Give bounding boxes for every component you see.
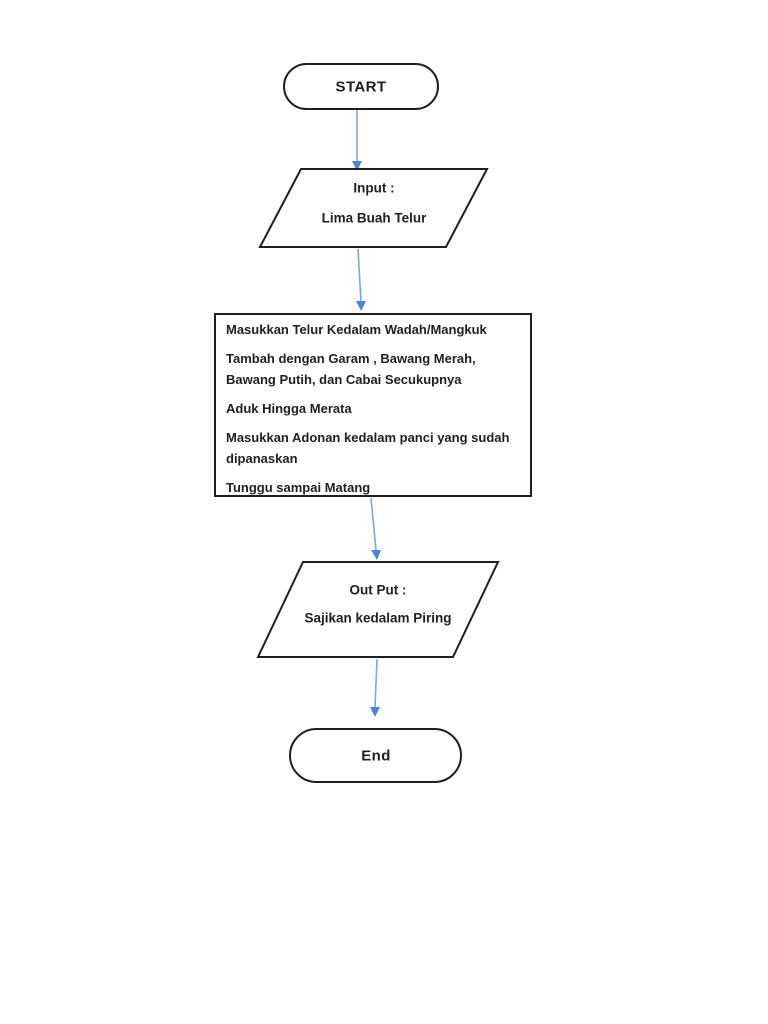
arrow-down-icon: [371, 550, 381, 560]
output-value: Sajikan kedalam Piring: [304, 610, 452, 626]
input-parallelogram-shape: [258, 168, 489, 248]
process-step: Aduk Hingga Merata: [226, 401, 352, 416]
process-step: Masukkan Telur Kedalam Wadah/Mangkuk: [226, 322, 487, 337]
process-steps: Masukkan Telur Kedalam Wadah/Mangkuk Tam…: [214, 313, 532, 497]
process-step: Tambah dengan Garam , Bawang Merah, Bawa…: [226, 351, 476, 387]
arrow-down-icon: [356, 301, 366, 311]
input-title: Input :: [353, 180, 395, 196]
flow-arrow-start-to-input: [352, 110, 362, 171]
input-value: Lima Buah Telur: [321, 210, 427, 226]
flow-arrow-input-to-process: [356, 248, 366, 311]
start-label: START: [335, 78, 387, 96]
end-label: End: [361, 747, 391, 765]
process-step: Masukkan Adonan kedalam panci yang sudah…: [226, 430, 510, 466]
start-terminator-shape: [283, 63, 439, 110]
flow-arrow-process-to-output: [370, 497, 381, 560]
output-title: Out Put :: [349, 582, 407, 598]
arrow-down-icon: [352, 161, 362, 171]
process-step: Tunggu sampai Matang: [226, 480, 371, 495]
arrow-down-icon: [370, 707, 380, 717]
process-rectangle-shape: [214, 313, 532, 497]
end-terminator-shape: [289, 728, 462, 783]
output-parallelogram-shape: [256, 561, 500, 658]
flow-arrow-output-to-end: [370, 658, 380, 717]
